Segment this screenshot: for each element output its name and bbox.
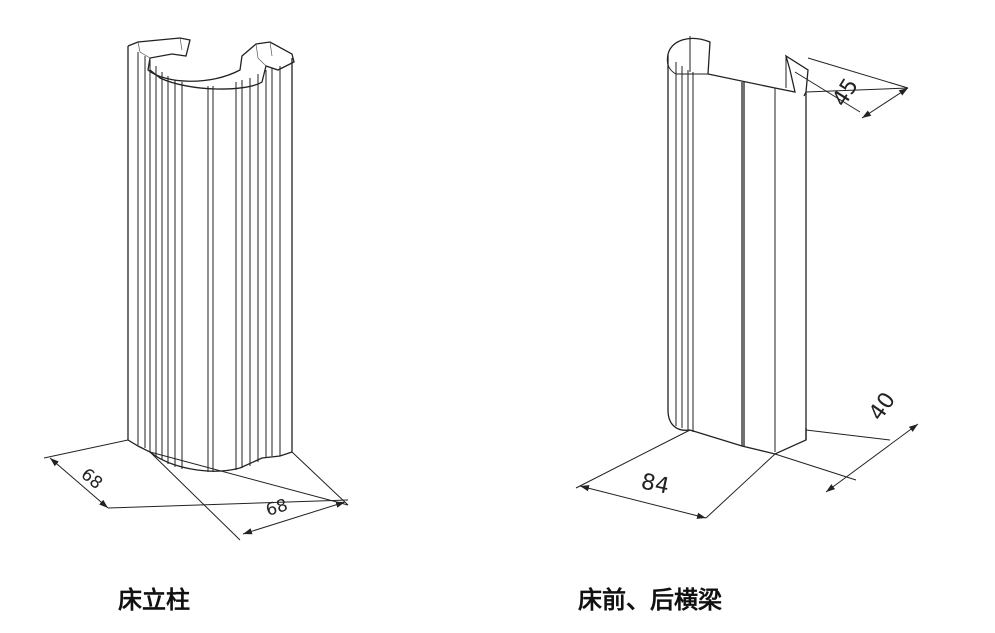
bed-rail-figure: 84 45 40 <box>575 36 919 519</box>
dim-label-left-68: 68 <box>77 465 106 494</box>
bed-post-figure: 68 68 <box>43 37 349 541</box>
dim-label-right-68: 68 <box>264 495 291 520</box>
bed-rail-top-profile <box>667 37 809 97</box>
bed-post-top-profile <box>127 37 295 90</box>
dim-label-84: 84 <box>639 469 672 499</box>
dim-line-right-68 <box>242 501 346 535</box>
bed-rail-bottom-profile <box>689 428 807 455</box>
bed-rail-left-edge <box>667 54 691 431</box>
dim-label-40: 40 <box>864 388 901 425</box>
dim-line-40 <box>825 423 919 493</box>
bed-post-bottom-profile <box>127 439 293 472</box>
caption-bed-rail: 床前、后横梁 <box>578 585 722 614</box>
dim-label-45: 45 <box>828 74 864 111</box>
caption-bed-post: 床立柱 <box>118 585 190 614</box>
dim-line-84 <box>579 485 707 519</box>
dim-line-45 <box>861 87 909 119</box>
dim-line-left-68 <box>49 457 109 509</box>
